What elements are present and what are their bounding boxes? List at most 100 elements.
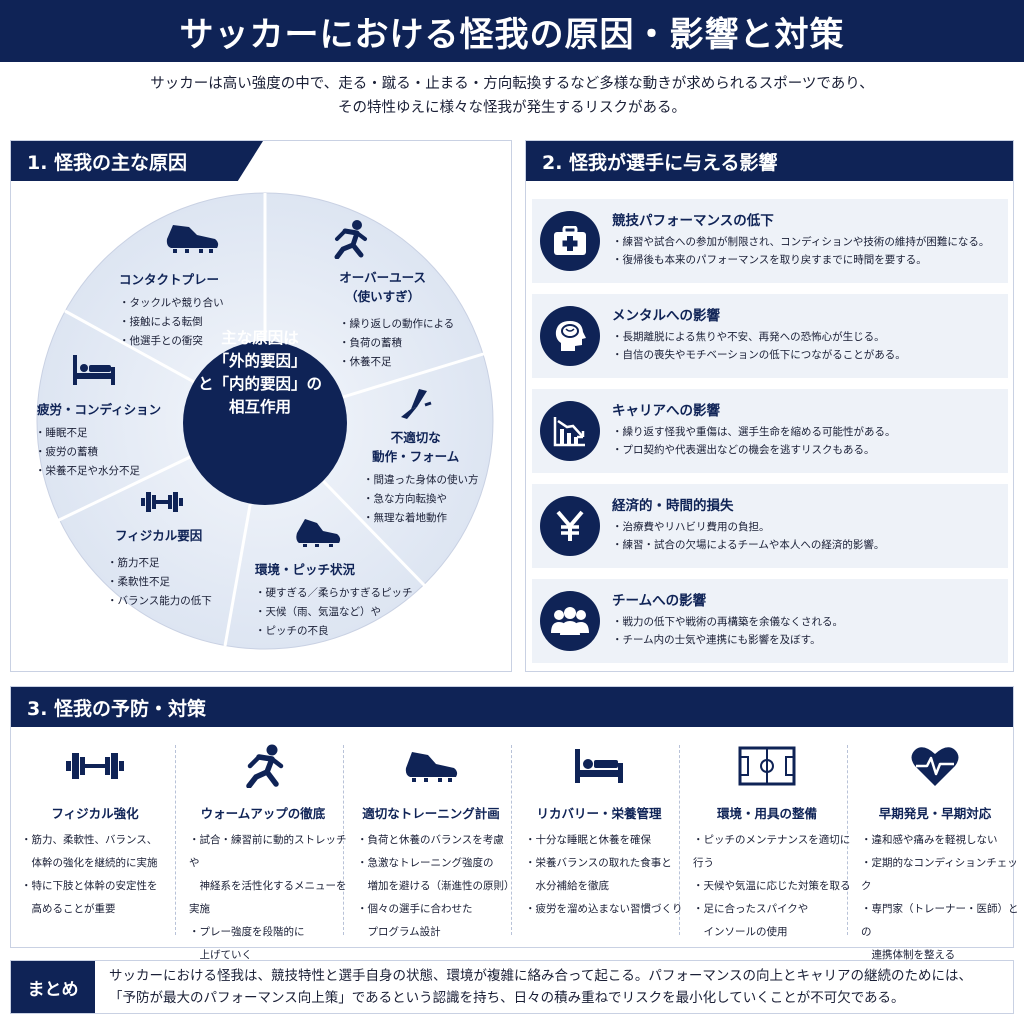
impacts-section: 2. 怪我が選手に与える影響 競技パフォーマンスの低下 練習や試合への参加が制限… <box>525 140 1014 672</box>
column-title: 環境・用具の整備 <box>716 806 817 821</box>
heart-pulse-icon <box>851 743 1019 789</box>
summary-line: サッカーにおける怪我は、競技特性と選手自身の状態、環境が複雑に絡み合って起こる。… <box>109 968 973 984</box>
segment-title: オーバーユース <box>339 270 426 285</box>
intro-line: サッカーは高い強度の中で、走る・蹴る・止まる・方向転換するなど多様な動きが求めら… <box>150 76 874 92</box>
leg-icon <box>397 387 433 425</box>
column-item: 十分な睡眠と休養を確保 <box>525 829 683 852</box>
team-icon <box>540 591 600 651</box>
prevention-column-physical: フィジカル強化 筋力、柔軟性、バランス、 体幹の強化を継続的に実施 特に下肢と体… <box>11 737 179 937</box>
column-item: 試合・練習前に動的ストレッチや <box>189 829 347 875</box>
prevention-column-training-plan: 適切なトレーニング計画 負荷と休養のバランスを考慮 急激なトレーニング強度の 増… <box>347 737 515 938</box>
segment-item: 接触による転倒 <box>119 313 224 332</box>
column-item: 天候や気温に応じた対策を取る <box>693 875 851 898</box>
segment-title: 不適切な <box>390 430 441 445</box>
column-item: 栄養バランスの取れた食事と <box>525 852 683 875</box>
segment-title: （使いすぎ） <box>345 289 421 304</box>
impacts-heading: 2. 怪我が選手に与える影響 <box>526 141 1013 181</box>
column-item: 専門家（トレーナー・医師）との <box>861 898 1019 944</box>
cause-segment-fatigue: 疲労・コンディション 睡眠不足 疲労の蓄積 栄養不足や水分不足 <box>37 399 161 481</box>
segment-item: 硬すぎる／柔らかすぎるピッチ <box>255 584 413 603</box>
column-title: 適切なトレーニング計画 <box>362 806 500 821</box>
runner-icon <box>179 743 347 789</box>
impact-card: 競技パフォーマンスの低下 練習や試合への参加が制限され、コンディションや技術の維… <box>532 199 1008 283</box>
runner-icon <box>327 219 371 263</box>
bed-icon <box>71 353 117 391</box>
segment-item: 天候（雨、気温など）や <box>255 603 413 622</box>
impact-card: 経済的・時間的損失 治療費やリハビリ費用の負担。 練習・試合の欠場によるチームや… <box>532 484 1008 568</box>
prevention-column-recovery: リカバリー・栄養管理 十分な睡眠と休養を確保 栄養バランスの取れた食事と 水分補… <box>515 737 683 937</box>
impact-title: 経済的・時間的損失 <box>612 498 734 514</box>
impact-line: 長期離脱による焦りや不安、再発への恐怖心が生じる。 <box>612 328 906 346</box>
segment-item: 無理な着地動作 <box>363 509 479 528</box>
title-bar: サッカーにおける怪我の原因・影響と対策 <box>0 0 1024 62</box>
column-item: 体幹の強化を継続的に実施 <box>31 857 158 869</box>
impact-line: 治療費やリハビリ費用の負担。 <box>612 518 884 536</box>
center-line: 主な原因は <box>221 329 299 347</box>
segment-title: 疲労・コンディション <box>37 402 162 417</box>
segment-title: 環境・ピッチ状況 <box>255 562 356 577</box>
segment-item: 柔軟性不足 <box>107 573 212 592</box>
center-line: 「外的要因」 <box>213 352 307 370</box>
center-line: 相互作用 <box>228 398 291 416</box>
segment-item: ピッチの不良 <box>255 622 413 641</box>
column-item: 足に合ったスパイクや <box>693 898 851 921</box>
causes-heading: 1. 怪我の主な原因 <box>11 141 263 181</box>
impact-card: チームへの影響 戦力の低下や戦術の再構築を余儀なくされる。 チーム内の士気や連携… <box>532 579 1008 663</box>
column-item: 定期的なコンディションチェック <box>861 852 1019 898</box>
intro-text: サッカーは高い強度の中で、走る・蹴る・止まる・方向転換するなど多様な動きが求めら… <box>60 72 964 120</box>
segment-item: 栄養不足や水分不足 <box>35 462 161 481</box>
column-item: 急激なトレーニング強度の <box>357 852 515 875</box>
impact-title: キャリアへの影響 <box>612 403 720 419</box>
prevention-column-warmup: ウォームアップの徹底 試合・練習前に動的ストレッチや 神経系を活性化するメニュー… <box>179 737 347 961</box>
impact-line: 戦力の低下や戦術の再構築を余儀なくされる。 <box>612 613 844 631</box>
prevention-column-environment: 環境・用具の整備 ピッチのメンテナンスを適切に行う 天候や気温に応じた対策を取る… <box>683 737 851 938</box>
segment-item: 他選手との衝突 <box>119 332 224 351</box>
column-item: 上げていく <box>199 949 253 961</box>
bed-icon <box>515 743 683 789</box>
impact-card: キャリアへの影響 繰り返す怪我や重傷は、選手生命を縮める可能性がある。 プロ契約… <box>532 389 1008 473</box>
cleat-icon <box>347 743 515 789</box>
column-item: プレー強度を段階的に <box>189 921 347 944</box>
segment-item: 休養不足 <box>339 353 454 372</box>
intro-line: その特性ゆえに様々な怪我が発生するリスクがある。 <box>338 100 686 116</box>
segment-item: 間違った身体の使い方 <box>363 471 479 490</box>
column-item: 連携体制を整える <box>871 949 956 961</box>
segment-item: 筋力不足 <box>107 554 212 573</box>
decline-chart-icon <box>540 401 600 461</box>
column-title: リカバリー・栄養管理 <box>536 806 662 821</box>
pitch-icon <box>683 743 851 789</box>
impact-card: メンタルへの影響 長期離脱による焦りや不安、再発への恐怖心が生じる。 自信の喪失… <box>532 294 1008 378</box>
column-item: 筋力、柔軟性、バランス、 <box>21 829 158 852</box>
column-item: 神経系を活性化するメニューを実施 <box>189 880 347 915</box>
segment-item: 睡眠不足 <box>35 424 161 443</box>
segment-item: タックルや競り合い <box>119 294 224 313</box>
impact-title: 競技パフォーマンスの低下 <box>612 213 774 229</box>
column-title: フィジカル強化 <box>51 806 139 821</box>
shoe-icon <box>293 515 343 553</box>
column-item: ピッチのメンテナンスを適切に行う <box>693 829 851 875</box>
segment-title: フィジカル要因 <box>115 528 203 543</box>
column-item: 負荷と休養のバランスを考慮 <box>357 829 515 852</box>
column-item: 高めることが重要 <box>31 903 116 915</box>
impact-title: メンタルへの影響 <box>612 308 720 324</box>
summary-label: まとめ <box>11 961 95 1013</box>
impact-line: 練習や試合への参加が制限され、コンディションや技術の維持が困難になる。 <box>612 233 990 251</box>
column-item: 個々の選手に合わせた <box>357 898 515 921</box>
column-item: 特に下肢と体幹の安定性を <box>21 875 158 898</box>
brain-head-icon <box>540 306 600 366</box>
segment-item: バランス能力の低下 <box>107 592 212 611</box>
impact-line: 復帰後も本来のパフォーマンスを取り戻すまでに時間を要する。 <box>612 251 989 269</box>
summary-text: サッカーにおける怪我は、競技特性と選手自身の状態、環境が複雑に絡み合って起こる。… <box>109 965 1007 1009</box>
impact-title: チームへの影響 <box>612 593 707 609</box>
cause-segment-environment: 環境・ピッチ状況 硬すぎる／柔らかすぎるピッチ 天候（雨、気温など）や ピッチの… <box>255 559 413 641</box>
column-item: インソールの使用 <box>703 926 788 938</box>
impact-line: 繰り返す怪我や重傷は、選手生命を縮める可能性がある。 <box>612 423 896 441</box>
cause-segment-form: 不適切な 動作・フォーム 間違った身体の使い方 急な方向転換や 無理な着地動作 <box>363 427 479 528</box>
column-item: 疲労を溜め込まない習慣づくり <box>525 898 683 921</box>
summary-box: まとめ サッカーにおける怪我は、競技特性と選手自身の状態、環境が複雑に絡み合って… <box>10 960 1014 1014</box>
prevention-section: 3. 怪我の予防・対策 フィジカル強化 筋力、柔軟性、バランス、 体幹の強化を継… <box>10 686 1019 961</box>
segment-item: 疲労の蓄積 <box>35 443 161 462</box>
impact-line: チーム内の士気や連携にも影響を及ぼす。 <box>612 631 843 649</box>
impact-line: 練習・試合の欠場によるチームや本人への経済的影響。 <box>612 536 885 554</box>
causes-section: 1. 怪我の主な原因 主な原因は 「外的要因」 と「内的要因」の 相互作用 コン… <box>10 140 512 672</box>
